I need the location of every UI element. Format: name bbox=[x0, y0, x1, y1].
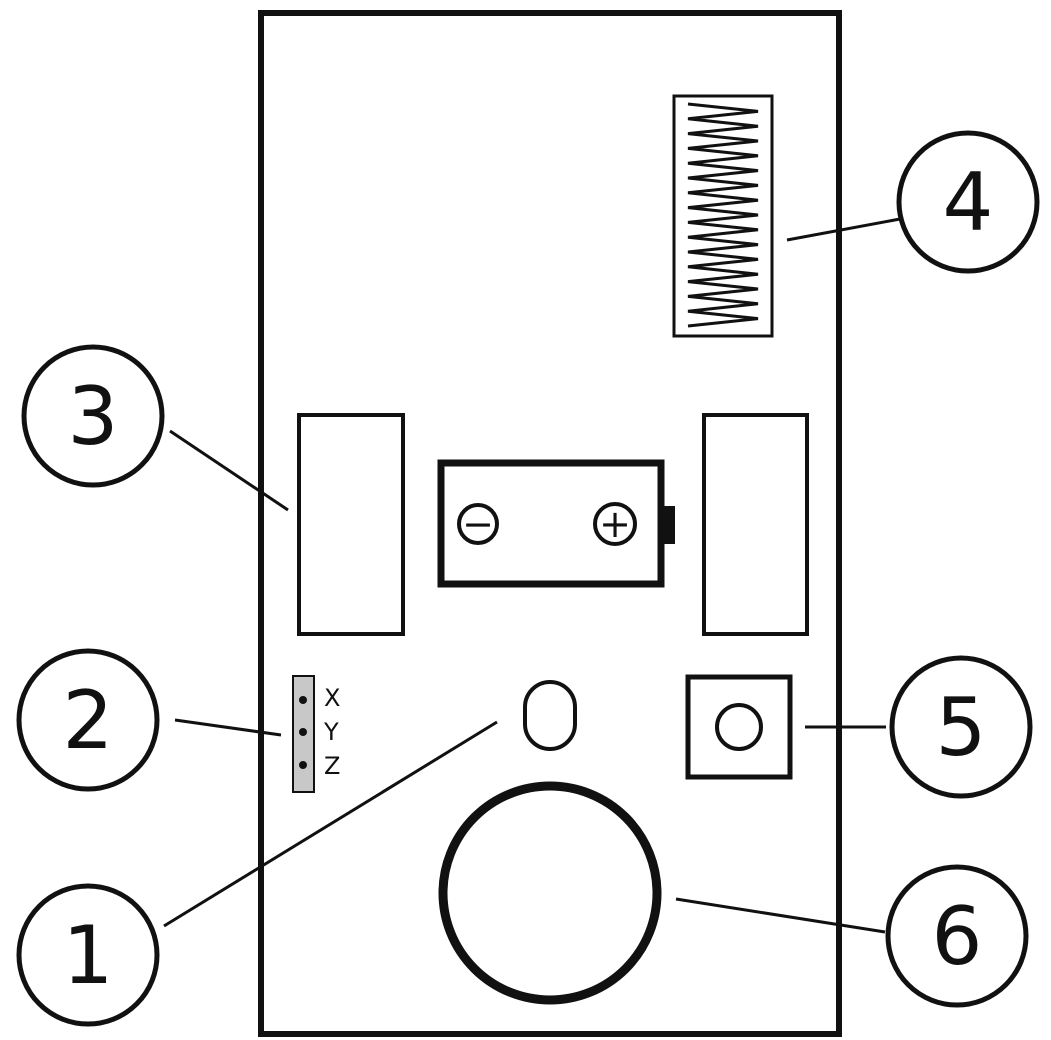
leader-line-4 bbox=[786, 217, 901, 242]
callout-3-circle bbox=[21, 344, 165, 488]
push-button-frame bbox=[685, 674, 793, 780]
battery-terminal bbox=[661, 506, 675, 544]
callout-1-circle bbox=[16, 883, 160, 1027]
jumper-label-z: Z bbox=[324, 752, 340, 780]
push-button-cap bbox=[715, 703, 763, 751]
leader-line-2 bbox=[174, 718, 282, 737]
callout-3: 3 bbox=[21, 344, 165, 488]
jumper-pin-z bbox=[299, 761, 307, 769]
callout-5-label: 5 bbox=[936, 681, 987, 774]
battery-plus-symbol: + bbox=[599, 502, 631, 546]
callout-6-circle bbox=[885, 864, 1029, 1008]
leader-line-1 bbox=[163, 720, 498, 928]
callout-6-label: 6 bbox=[932, 890, 983, 983]
leader-line-6 bbox=[675, 897, 886, 934]
callout-5-circle bbox=[889, 655, 1033, 799]
device-enclosure bbox=[258, 10, 842, 1037]
push-button bbox=[685, 674, 793, 780]
jumper-header: X Y Z bbox=[292, 675, 340, 793]
coil-spring bbox=[687, 102, 759, 328]
callout-5: 5 bbox=[889, 655, 1033, 799]
leader-line-3 bbox=[169, 429, 289, 512]
plus-circle-icon bbox=[593, 502, 637, 546]
callout-4-label: 4 bbox=[943, 156, 994, 249]
jumper-pin-y bbox=[299, 728, 307, 736]
right-block bbox=[702, 413, 809, 636]
callout-4: 4 bbox=[896, 130, 1040, 274]
coil-housing bbox=[672, 94, 774, 338]
large-circle-component bbox=[438, 781, 662, 1005]
jumper-pin-x bbox=[299, 696, 307, 704]
callout-2-label: 2 bbox=[63, 674, 114, 767]
coil-component bbox=[672, 94, 774, 338]
callout-3-label: 3 bbox=[68, 370, 119, 463]
jumper-label-y: Y bbox=[323, 718, 339, 746]
oval-led bbox=[523, 680, 577, 751]
minus-circle-icon bbox=[457, 503, 499, 545]
battery-minus-symbol: − bbox=[462, 502, 494, 546]
callout-2-circle bbox=[16, 648, 160, 792]
callout-2: 2 bbox=[16, 648, 160, 792]
left-block bbox=[297, 413, 405, 636]
callout-6: 6 bbox=[885, 864, 1029, 1008]
callout-1: 1 bbox=[16, 883, 160, 1027]
battery: − + bbox=[437, 459, 675, 588]
callout-1-label: 1 bbox=[63, 909, 114, 1002]
jumper-label-x: X bbox=[324, 684, 340, 712]
callout-4-circle bbox=[896, 130, 1040, 274]
